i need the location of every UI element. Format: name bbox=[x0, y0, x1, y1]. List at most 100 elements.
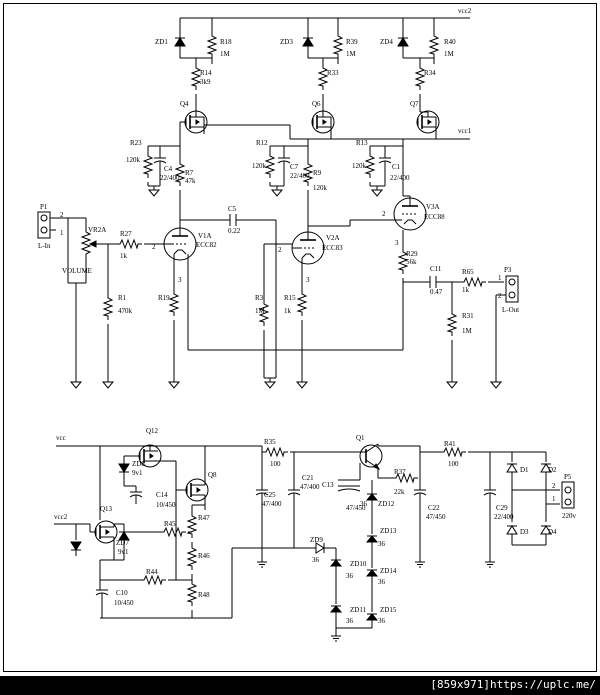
svg-text:R3: R3 bbox=[255, 294, 264, 302]
vcc-rail: vcc bbox=[56, 434, 180, 447]
svg-text:47k: 47k bbox=[185, 177, 196, 185]
svg-text:R1: R1 bbox=[118, 294, 127, 302]
svg-text:VOLUME: VOLUME bbox=[62, 267, 92, 275]
coupling-cap-c5: C5 0.22 bbox=[180, 205, 277, 378]
mosfet-q4: Q4 bbox=[180, 100, 208, 134]
svg-text:R35: R35 bbox=[264, 438, 276, 446]
svg-text:1M: 1M bbox=[220, 50, 231, 58]
svg-text:ECC82: ECC82 bbox=[196, 241, 217, 249]
svg-text:120k: 120k bbox=[126, 156, 141, 164]
svg-text:ZD8: ZD8 bbox=[132, 460, 145, 468]
svg-text:R29: R29 bbox=[406, 250, 418, 258]
resistors-r45-r44: R45 R44 bbox=[100, 520, 192, 585]
svg-text:ZD9: ZD9 bbox=[310, 536, 323, 544]
svg-text:120k: 120k bbox=[352, 162, 367, 170]
svg-text:vcc2: vcc2 bbox=[458, 7, 472, 15]
svg-text:36: 36 bbox=[378, 578, 386, 586]
bridge-rectifier: D1 D3 D2 D4 bbox=[506, 451, 560, 546]
svg-text:47/450: 47/450 bbox=[346, 504, 366, 512]
svg-text:C13: C13 bbox=[322, 481, 334, 489]
vcc1-rail: vcc1 bbox=[203, 124, 472, 140]
svg-text:3: 3 bbox=[178, 276, 182, 284]
svg-text:C25: C25 bbox=[264, 491, 276, 499]
volume-pot-vr2a[interactable]: VR2A VOLUME bbox=[62, 217, 106, 389]
watermark-text: [859x971]https://uplc.me/ bbox=[430, 678, 596, 691]
svg-text:R19: R19 bbox=[158, 294, 170, 302]
svg-text:C1: C1 bbox=[392, 163, 401, 171]
svg-text:36: 36 bbox=[346, 617, 354, 625]
svg-text:R12: R12 bbox=[256, 139, 268, 147]
mosfet-q12: Q12 ZD8 9v1 bbox=[99, 427, 177, 580]
svg-text:R46: R46 bbox=[198, 552, 210, 560]
svg-text:R40: R40 bbox=[444, 38, 456, 46]
cap-c21: C21 47/400 bbox=[262, 452, 320, 549]
zener-icon bbox=[118, 463, 130, 473]
input-connector-p1[interactable]: P1 2 1 L-In bbox=[37, 203, 68, 250]
zener-icon bbox=[315, 542, 325, 554]
svg-text:L-In: L-In bbox=[38, 242, 51, 250]
output-network: C11 0.47 R65 1k R31 1M bbox=[403, 265, 504, 389]
svg-text:56k: 56k bbox=[406, 258, 417, 266]
cathode-r19: R19 bbox=[158, 289, 180, 389]
svg-text:ZD10: ZD10 bbox=[350, 560, 367, 568]
svg-text:1M: 1M bbox=[255, 307, 266, 315]
cap-c14: C14 10/450 bbox=[124, 485, 176, 509]
svg-text:R34: R34 bbox=[424, 69, 436, 77]
svg-text:vcc2: vcc2 bbox=[54, 513, 68, 521]
grid-r3: R3 1M bbox=[255, 243, 292, 389]
svg-text:0.47: 0.47 bbox=[430, 288, 443, 296]
svg-text:R33: R33 bbox=[327, 69, 339, 77]
svg-text:120k: 120k bbox=[252, 162, 267, 170]
svg-text:ZD7: ZD7 bbox=[116, 539, 129, 547]
svg-text:Q13: Q13 bbox=[100, 505, 113, 513]
svg-text:Q6: Q6 bbox=[312, 100, 321, 108]
tube-v2a: 2 3 V2A ECC83 bbox=[278, 226, 343, 290]
zener-icon bbox=[365, 613, 379, 621]
watermark-bar: [859x971]https://uplc.me/ bbox=[0, 676, 600, 695]
svg-text:36: 36 bbox=[378, 617, 386, 625]
mosfet-q13: Q13 ZD7 9v1 bbox=[89, 505, 130, 590]
svg-text:V3A: V3A bbox=[426, 203, 440, 211]
svg-text:1k: 1k bbox=[462, 286, 470, 294]
mosfet-q7: Q7 bbox=[410, 100, 440, 134]
svg-text:D3: D3 bbox=[520, 528, 529, 536]
svg-text:R65: R65 bbox=[462, 268, 474, 276]
svg-text:C10: C10 bbox=[116, 589, 128, 597]
svg-text:R7: R7 bbox=[185, 169, 194, 177]
svg-text:10/450: 10/450 bbox=[156, 501, 176, 509]
output-connector-p3[interactable]: P3 1 2 L-Out bbox=[490, 266, 519, 389]
svg-text:ECC83: ECC83 bbox=[322, 244, 343, 252]
cathode-r29: R29 56k bbox=[398, 247, 418, 350]
svg-text:C29: C29 bbox=[496, 504, 508, 512]
svg-text:22k: 22k bbox=[394, 488, 405, 496]
regulator-column-3: ZD4 R40 1M R34 bbox=[380, 18, 456, 112]
svg-text:vcc: vcc bbox=[56, 434, 66, 442]
svg-text:1: 1 bbox=[552, 495, 556, 503]
svg-text:D4: D4 bbox=[548, 528, 557, 536]
svg-text:R45: R45 bbox=[164, 520, 176, 528]
svg-text:R47: R47 bbox=[198, 514, 210, 522]
svg-text:V2A: V2A bbox=[326, 234, 340, 242]
svg-text:47/400: 47/400 bbox=[300, 483, 320, 491]
svg-text:R13: R13 bbox=[356, 139, 368, 147]
svg-text:L-Out: L-Out bbox=[502, 306, 519, 314]
transistor-q1: Q1 bbox=[350, 434, 420, 480]
svg-text:ZD14: ZD14 bbox=[380, 567, 397, 575]
svg-text:D1: D1 bbox=[520, 466, 529, 474]
svg-text:3k9: 3k9 bbox=[200, 78, 211, 86]
svg-text:1k: 1k bbox=[120, 252, 128, 260]
cap-c10: C10 10/450 bbox=[95, 589, 134, 618]
r18-ref: R18 bbox=[220, 38, 232, 46]
svg-text:P3: P3 bbox=[504, 266, 512, 274]
mains-connector-p5[interactable]: P5 2 1 220v bbox=[552, 473, 577, 520]
svg-text:Q12: Q12 bbox=[146, 427, 159, 435]
svg-text:22/400: 22/400 bbox=[494, 513, 514, 521]
direct-coupling: 2 bbox=[308, 210, 394, 227]
svg-text:ZD12: ZD12 bbox=[378, 500, 395, 508]
cap-c25: C25 47/400 bbox=[255, 452, 282, 568]
svg-text:R27: R27 bbox=[120, 230, 132, 238]
cap-c22: C22 47/450 bbox=[413, 446, 446, 568]
svg-text:R37: R37 bbox=[394, 468, 406, 476]
svg-text:R23: R23 bbox=[130, 139, 142, 147]
zener-icon bbox=[365, 535, 379, 543]
